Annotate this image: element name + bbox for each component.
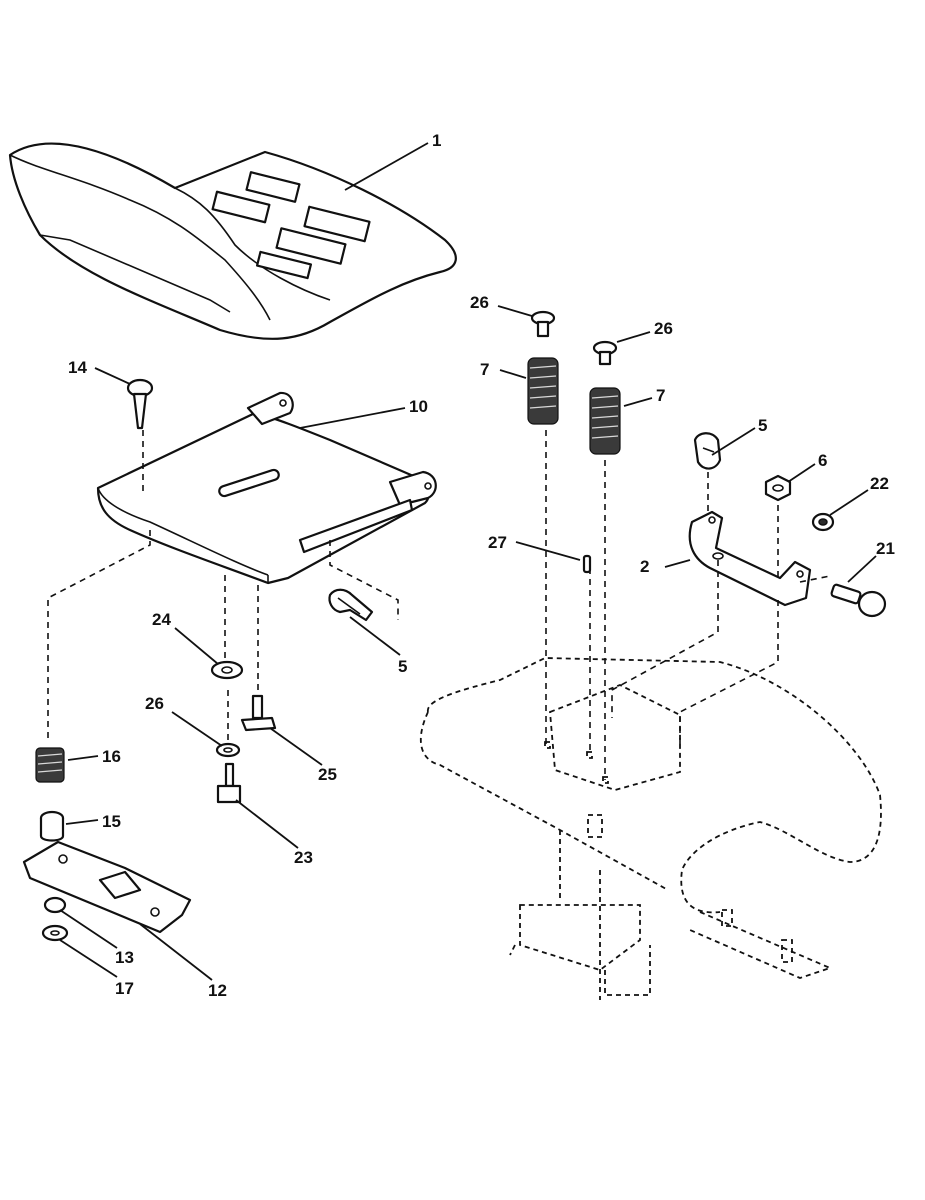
callout-1: 1 xyxy=(432,131,441,150)
callout-25: 25 xyxy=(318,765,337,784)
seat-pan-part xyxy=(96,391,437,585)
hex-nut-part xyxy=(764,474,792,502)
flat-washer-part xyxy=(41,924,69,942)
seat-clip-left-part xyxy=(328,588,374,622)
shoulder-bolt-part xyxy=(240,694,277,732)
frame-hole-markers xyxy=(544,741,793,963)
callout-22: 22 xyxy=(870,474,889,493)
seat-bracket-part xyxy=(22,840,192,934)
seat-part xyxy=(8,142,457,340)
spring-part xyxy=(35,747,65,783)
tractor-frame-phantom xyxy=(419,657,882,1000)
callout-7-left: 7 xyxy=(480,360,489,379)
callout-27: 27 xyxy=(488,533,507,552)
callout-14: 14 xyxy=(68,358,87,377)
bushing-part xyxy=(39,810,65,842)
callout-26-left: 26 xyxy=(145,694,164,713)
callout-6: 6 xyxy=(818,451,827,470)
washer-part xyxy=(210,660,244,680)
callout-10: 10 xyxy=(409,397,428,416)
callout-15: 15 xyxy=(102,812,121,831)
callout-12: 12 xyxy=(208,981,227,1000)
callout-21: 21 xyxy=(876,539,895,558)
callout-2: 2 xyxy=(640,557,649,576)
callout-16: 16 xyxy=(102,747,121,766)
spring-bolt-right-part xyxy=(592,340,618,366)
pin-part xyxy=(582,554,592,574)
hex-bolt-part xyxy=(216,762,242,804)
lock-nut-part xyxy=(811,512,835,532)
callout-13: 13 xyxy=(115,948,134,967)
callout-17: 17 xyxy=(115,979,134,998)
callout-5-left: 5 xyxy=(398,657,407,676)
spring-bolt-left-part xyxy=(530,310,556,338)
spring-left-part xyxy=(527,357,559,425)
nut-part xyxy=(43,896,67,914)
callout-26-mid: 26 xyxy=(470,293,489,312)
spring-right-part xyxy=(589,387,621,455)
adjust-bracket-part xyxy=(688,510,812,607)
pivot-pin-part xyxy=(126,378,154,430)
callout-26-right: 26 xyxy=(654,319,673,338)
callout-23: 23 xyxy=(294,848,313,867)
adjust-knob-part xyxy=(830,583,887,618)
callout-7-right: 7 xyxy=(656,386,665,405)
lock-washer-part xyxy=(215,742,241,758)
seat-clip-right-part xyxy=(693,432,722,470)
callout-5-right: 5 xyxy=(758,416,767,435)
callout-24: 24 xyxy=(152,610,171,629)
